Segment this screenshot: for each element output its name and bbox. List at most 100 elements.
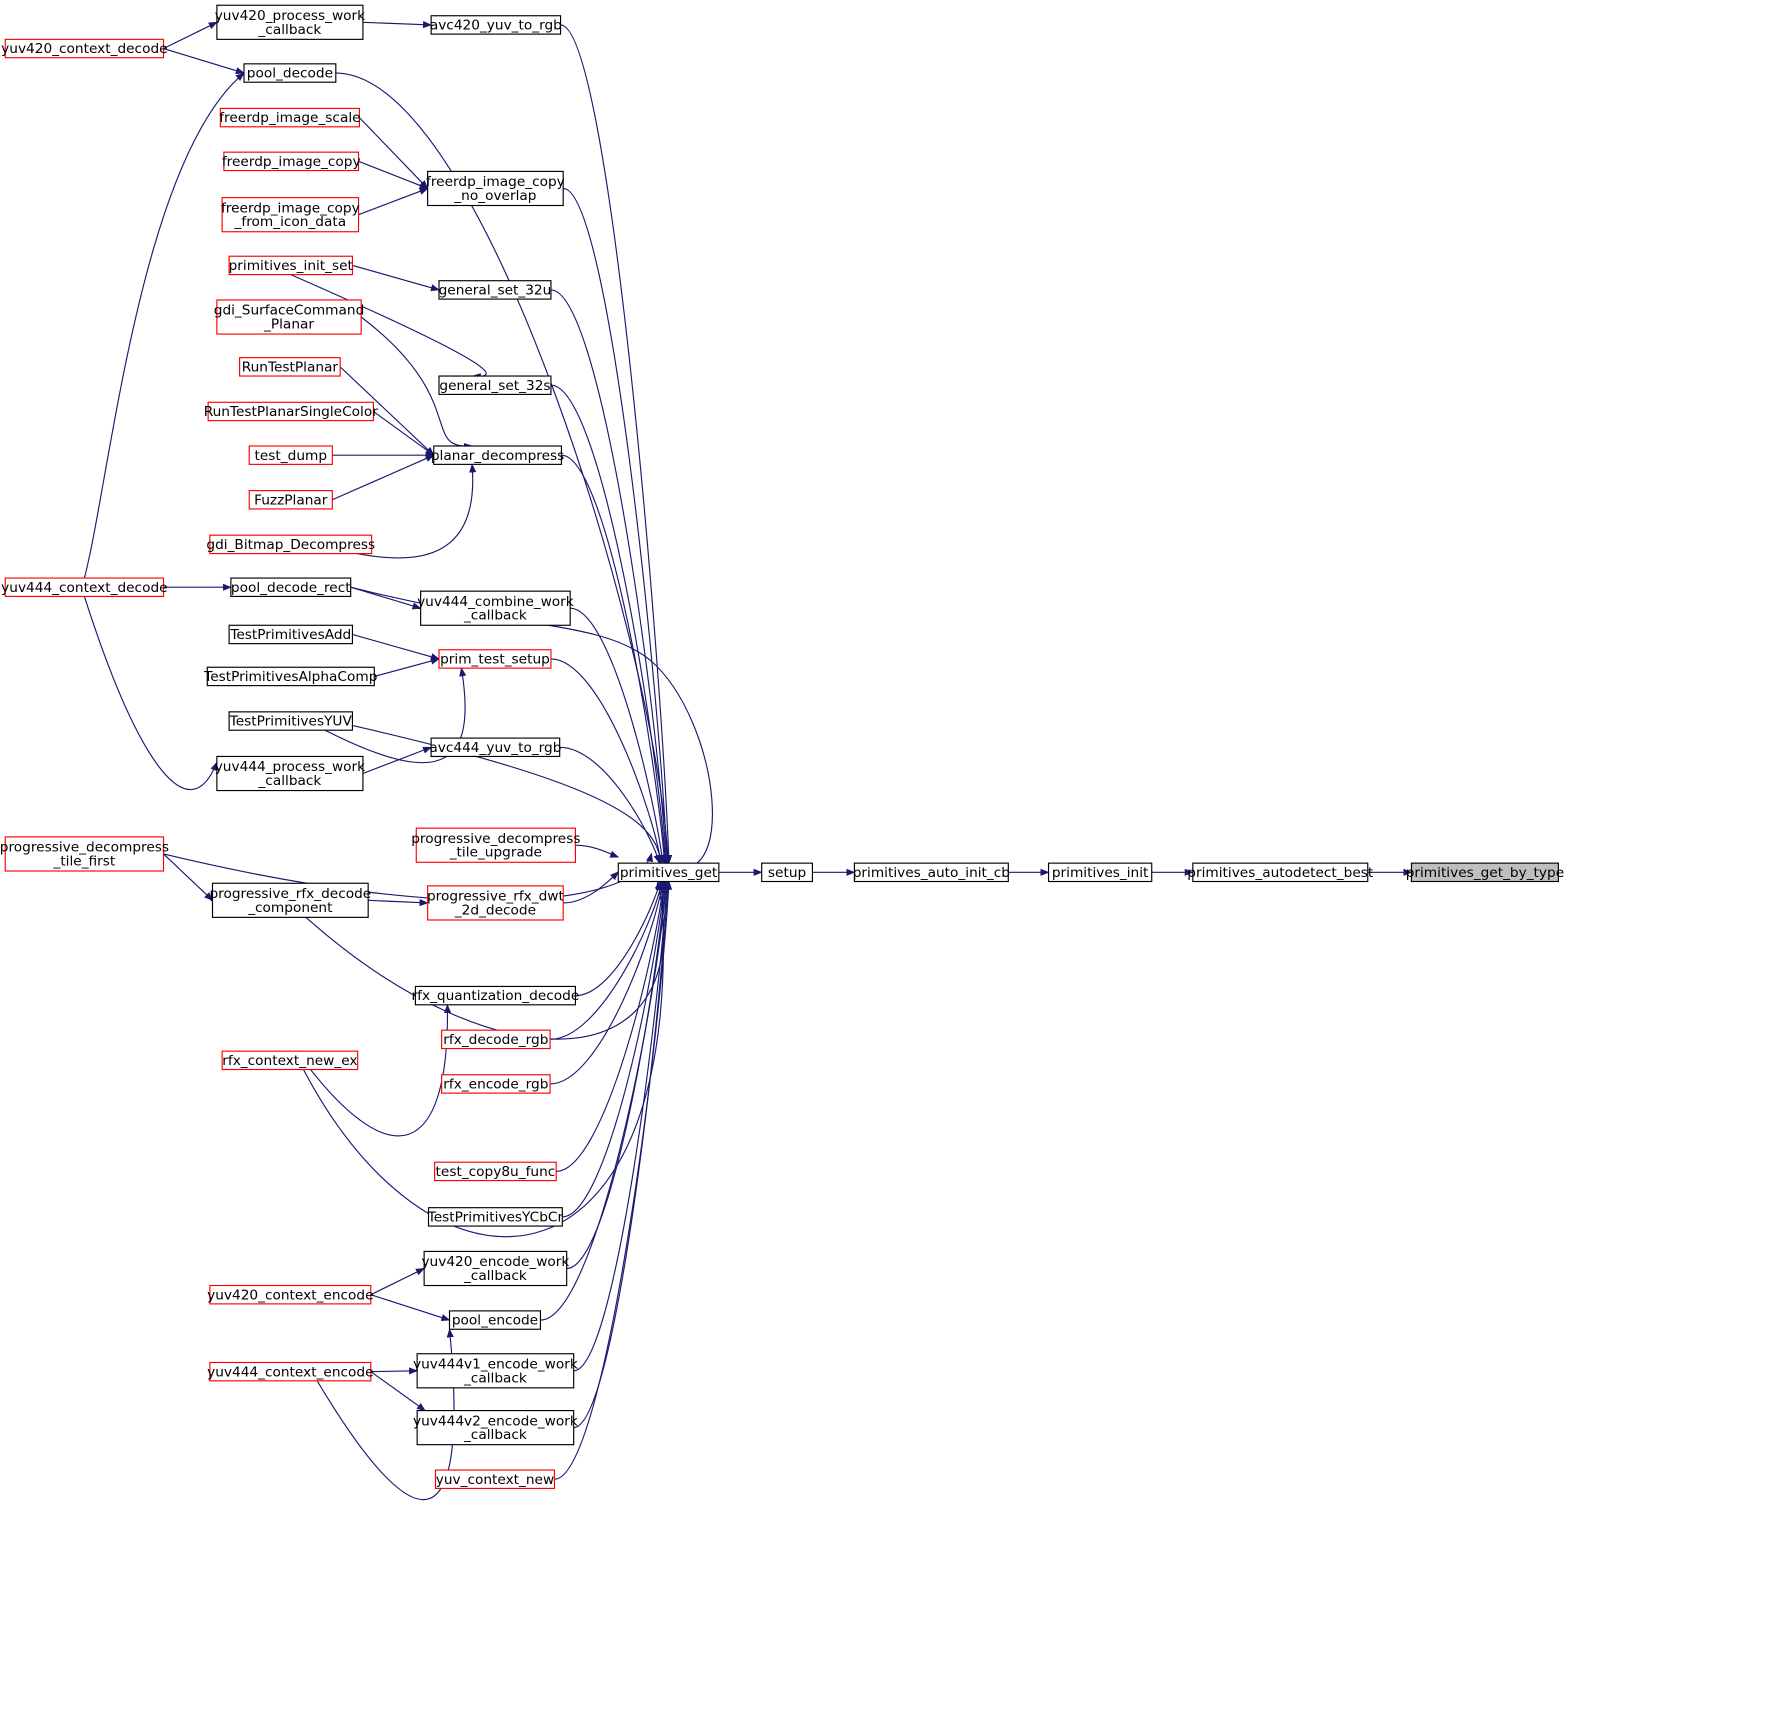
graph-node[interactable]: rfx_encode_rgb [441, 1074, 551, 1094]
graph-node[interactable]: TestPrimitivesAdd [228, 624, 354, 645]
graph-node[interactable]: yuv420_context_decode [1, 38, 168, 59]
graph-node[interactable]: gdi_Bitmap_Decompress [206, 534, 375, 555]
node-box [4, 836, 165, 872]
graph-node[interactable]: TestPrimitivesYCbCr [427, 1207, 564, 1227]
graph-node[interactable]: general_set_32u [438, 280, 552, 300]
node-label: gdi_Bitmap_Decompress [206, 537, 375, 553]
graph-node[interactable]: yuv444v2_encode_work_callback [413, 1410, 578, 1446]
graph-node[interactable]: yuv444_context_encode [207, 1361, 374, 1382]
graph-node[interactable]: primitives_init_set [228, 255, 354, 276]
node-label: RunTestPlanarSingleColor [204, 404, 379, 420]
node-label: _no_overlap [453, 188, 536, 204]
node-box [423, 1250, 568, 1287]
graph-node[interactable]: freerdp_image_copy_from_icon_data [221, 197, 360, 233]
node-label: pool_decode [247, 66, 333, 82]
node-box [221, 1050, 359, 1071]
graph-node[interactable]: RunTestPlanar [239, 357, 341, 377]
edge-arrow [339, 366, 435, 456]
graph-node[interactable]: progressive_rfx_dwt_2d_decode [427, 885, 565, 921]
graph-node[interactable]: avc420_yuv_to_rgb [430, 15, 562, 35]
node-label: avc420_yuv_to_rgb [430, 18, 562, 34]
node-label: _2d_decode [454, 902, 536, 918]
graph-node[interactable]: rfx_decode_rgb [441, 1029, 551, 1050]
node-box [438, 649, 552, 669]
node-label: rfx_quantization_decode [412, 988, 580, 1004]
node-box [853, 862, 1009, 883]
node-box [438, 280, 552, 300]
graph-node[interactable]: primitives_auto_init_cb [853, 862, 1010, 883]
node-label: _callback [463, 1268, 527, 1284]
node-box [248, 445, 333, 465]
graph-node[interactable]: RunTestPlanarSingleColor [204, 401, 379, 422]
node-label: primitives_init_set [229, 258, 354, 274]
graph-node[interactable]: progressive_rfx_decode_component [209, 882, 371, 918]
graph-node[interactable]: test_dump [248, 445, 333, 465]
graph-node[interactable]: progressive_decompress_tile_upgrade [411, 827, 580, 863]
graph-node[interactable]: progressive_decompress_tile_first [0, 836, 169, 872]
graph-node[interactable]: rfx_context_new_ex [221, 1050, 359, 1071]
node-label: RunTestPlanar [242, 359, 339, 375]
node-label: _callback [463, 608, 527, 624]
node-box [223, 151, 360, 172]
graph-node[interactable]: avc444_yuv_to_rgb [429, 737, 561, 758]
edge-arrow [163, 47, 245, 75]
graph-node[interactable]: planar_decompress [431, 445, 564, 465]
edge-arrow [296, 1003, 452, 1137]
node-box [209, 534, 373, 555]
graph-node[interactable]: TestPrimitivesAlphaComp [203, 666, 377, 687]
graph-node[interactable]: freerdp_image_copy [222, 151, 361, 172]
graph-node[interactable]: rfx_quantization_decode [412, 985, 580, 1006]
graph-node[interactable]: pool_decode_rect [230, 577, 352, 597]
node-box [248, 490, 333, 510]
graph-node[interactable]: yuv444v1_encode_work_callback [413, 1353, 578, 1389]
node-box [427, 885, 564, 921]
node-label: _component [247, 900, 333, 916]
graph-node[interactable]: yuv444_combine_work_callback [417, 590, 574, 626]
edge-arrow [559, 746, 661, 865]
graph-node[interactable]: primitives_get [617, 862, 720, 883]
node-box [207, 401, 374, 422]
edge-arrow [573, 880, 672, 1429]
node-box [416, 1410, 575, 1446]
graph-node[interactable]: pool_encode [448, 1310, 542, 1330]
edge-arrow [352, 633, 440, 661]
graph-node[interactable]: yuv420_encode_work_callback [421, 1250, 569, 1287]
edge-arrow [362, 21, 433, 29]
graph-node[interactable]: FuzzPlanar [248, 490, 333, 510]
graph-node[interactable]: yuv444_context_decode [1, 577, 168, 597]
graph-node[interactable]: freerdp_image_copy_no_overlap [426, 170, 565, 207]
graph-node[interactable]: prim_test_setup [438, 649, 552, 669]
node-box [617, 862, 720, 883]
edge-arrow [83, 72, 245, 579]
graph-node[interactable]: gdi_SurfaceCommand_Planar [214, 299, 365, 335]
edge-arrow [290, 711, 664, 865]
graph-node[interactable]: pool_decode [243, 63, 337, 83]
edge-arrow [550, 289, 670, 865]
graph-node[interactable]: primitives_init [1047, 862, 1153, 883]
graph-node[interactable]: test_copy8u_func [434, 1161, 557, 1182]
node-label: yuv444_combine_work [417, 594, 574, 610]
edge-arrow [566, 880, 669, 1270]
node-label: rfx_context_new_ex [222, 1053, 357, 1069]
node-label: TestPrimitivesYCbCr [427, 1209, 564, 1225]
node-label: _tile_first [52, 853, 115, 869]
graph-node[interactable]: general_set_32s [438, 375, 552, 395]
edge-arrow [562, 880, 668, 1218]
node-box [438, 375, 552, 395]
graph-node[interactable]: yuv444_process_work_callback [215, 755, 365, 792]
edge-arrow [358, 160, 429, 189]
graph-node[interactable]: TestPrimitivesYUV [228, 711, 354, 731]
node-label: pool_decode_rect [231, 580, 351, 596]
graph-node[interactable]: primitives_autodetect_best [1187, 862, 1374, 883]
graph-node[interactable]: yuv_context_new [434, 1469, 556, 1489]
node-box [415, 827, 577, 863]
node-box [4, 38, 165, 59]
graph-node[interactable]: yuv420_process_work_callback [215, 4, 365, 40]
node-label: freerdp_image_scale [219, 110, 360, 126]
graph-node[interactable]: primitives_get_by_type [1406, 862, 1564, 883]
graph-node[interactable]: yuv420_context_encode [207, 1284, 374, 1305]
graph-node[interactable]: setup [761, 862, 813, 883]
nodes-layer: primitives_get_by_type primitives_autodet… [0, 4, 1564, 1489]
graph-node[interactable]: freerdp_image_scale [219, 107, 361, 128]
node-box [441, 1029, 551, 1050]
